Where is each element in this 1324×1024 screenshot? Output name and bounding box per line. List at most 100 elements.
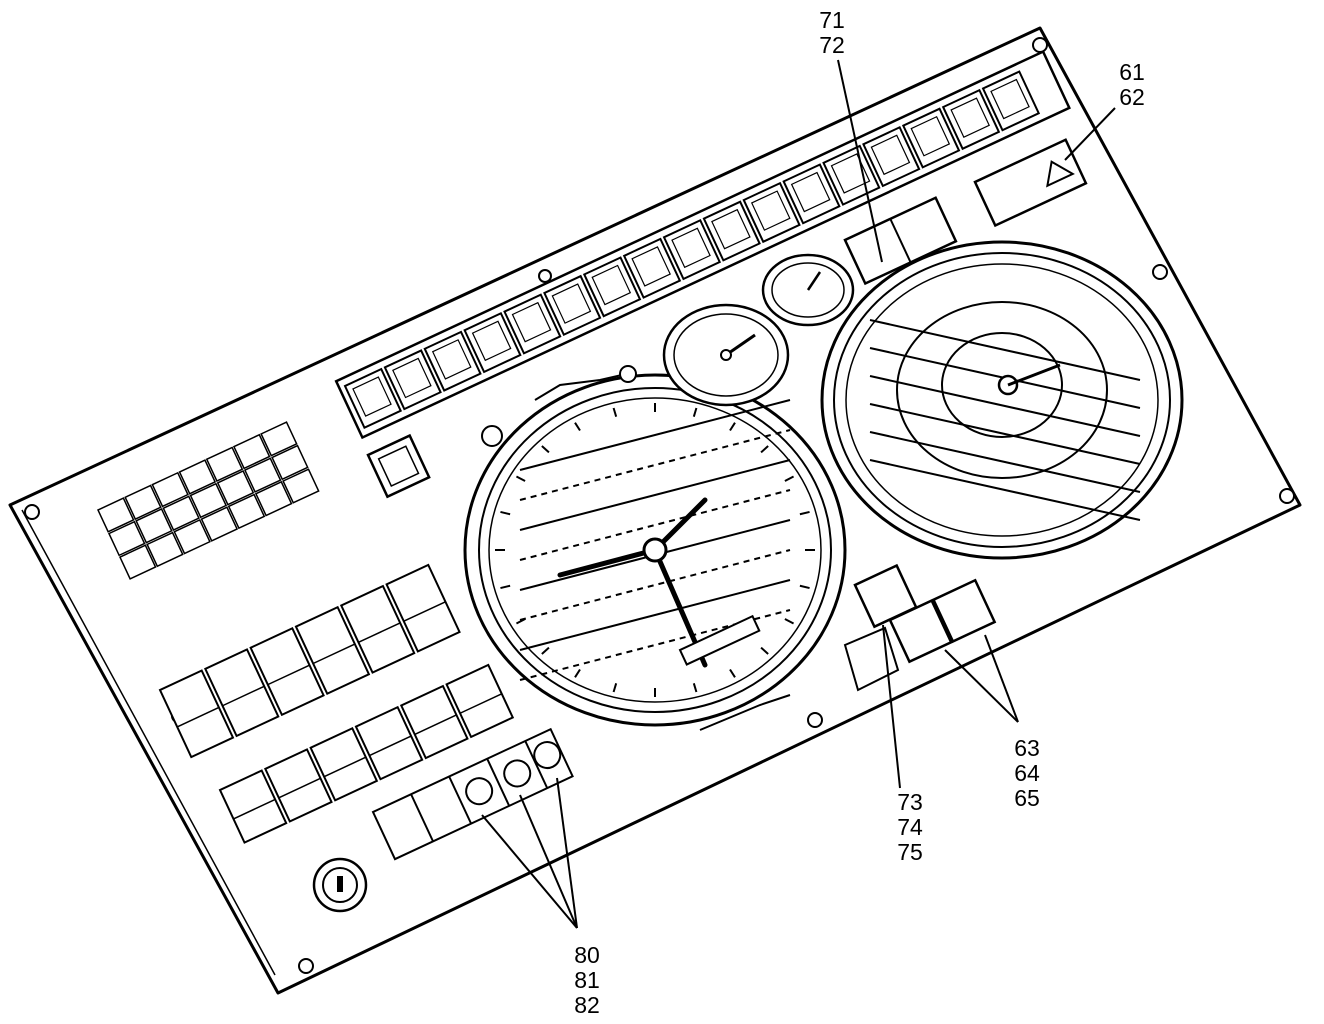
warning-lamp-cell bbox=[97, 497, 135, 533]
odometer-window bbox=[678, 614, 761, 666]
top-strip-switch bbox=[343, 367, 403, 430]
top-strip-switches bbox=[343, 70, 1041, 430]
top-strip-switch bbox=[901, 107, 961, 169]
top-strip-frame bbox=[334, 49, 1071, 440]
speedometer-gauge bbox=[463, 365, 847, 731]
lower-rockers bbox=[218, 663, 515, 844]
leader-63-65-a bbox=[944, 649, 1019, 723]
callout-63: 63 bbox=[1014, 735, 1040, 761]
top-strip-switch bbox=[582, 256, 642, 318]
callout-73: 73 bbox=[897, 789, 923, 815]
rocker-switch bbox=[203, 648, 280, 738]
callout-61: 61 bbox=[1119, 59, 1145, 85]
top-strip-switch bbox=[383, 349, 442, 411]
warning-lamp-grid bbox=[97, 421, 320, 580]
rocker-switch bbox=[385, 563, 461, 653]
top-switch-strip bbox=[334, 49, 1071, 440]
mounting-screws bbox=[24, 37, 1295, 974]
warning-lamp-cell bbox=[243, 457, 282, 493]
callout-80-82: 80 81 82 bbox=[557, 943, 617, 1018]
speedometer-hub bbox=[642, 537, 668, 563]
rocker-switch-row-lower bbox=[218, 663, 515, 844]
leader-61-62 bbox=[1064, 107, 1116, 161]
rocker-switch bbox=[263, 748, 333, 823]
small-switch-block bbox=[366, 433, 431, 499]
callout-62: 62 bbox=[1119, 84, 1145, 110]
screw-mid bbox=[807, 712, 823, 728]
callout-82: 82 bbox=[574, 992, 600, 1018]
warning-lamp-cell bbox=[205, 446, 244, 483]
warning-lamp-cell bbox=[271, 444, 309, 481]
warning-lamp-cell bbox=[151, 471, 189, 508]
leader-71-72 bbox=[837, 59, 883, 263]
top-strip-switch bbox=[622, 237, 682, 299]
steering-lamp-1 bbox=[465, 777, 494, 806]
top-strip-switch bbox=[941, 88, 1001, 151]
callout-64: 64 bbox=[1014, 760, 1040, 786]
rocker-switch bbox=[354, 705, 424, 781]
rocker-switch bbox=[158, 669, 235, 759]
screw-right-lower bbox=[1279, 488, 1295, 504]
callout-71-72: 71 72 bbox=[802, 8, 862, 58]
warning-lamp-cell bbox=[173, 518, 211, 555]
warning-lamp-cell bbox=[232, 433, 271, 470]
warning-lamp-cell bbox=[260, 421, 298, 457]
callout-73-75: 73 74 75 bbox=[880, 790, 940, 865]
rocker-switch bbox=[294, 605, 371, 696]
info-button bbox=[312, 857, 368, 913]
callout-75: 75 bbox=[897, 839, 923, 865]
rocker-switch bbox=[339, 584, 416, 674]
rocker-61-62 bbox=[973, 138, 1088, 228]
bottom-switch-strip bbox=[371, 727, 574, 861]
warning-lamp-cell bbox=[178, 459, 217, 495]
callout-71: 71 bbox=[819, 7, 845, 33]
top-strip-switch bbox=[782, 163, 841, 225]
upper-rockers bbox=[158, 563, 461, 759]
tachograph-gauge bbox=[820, 240, 1184, 560]
panel-inner-edge bbox=[21, 509, 276, 976]
top-strip-switch bbox=[423, 330, 482, 392]
rocker-switch-row-upper bbox=[158, 563, 461, 759]
top-strip-switch bbox=[662, 219, 722, 281]
warning-lamp-cell bbox=[118, 544, 157, 580]
leader-lines bbox=[481, 59, 1116, 929]
top-strip-switch bbox=[543, 274, 602, 337]
tachograph-scale-lines bbox=[869, 319, 1141, 521]
screw-bottom-left bbox=[298, 958, 314, 974]
callout-65: 65 bbox=[1014, 785, 1040, 811]
top-strip-switch bbox=[862, 126, 921, 188]
rocker-switch bbox=[309, 726, 379, 802]
callout-63-65: 63 64 65 bbox=[997, 736, 1057, 811]
top-strip-switch bbox=[702, 200, 761, 262]
steering-lamp-3 bbox=[533, 741, 562, 770]
leader-80-82-a bbox=[481, 814, 578, 929]
warning-lamp-cell bbox=[146, 531, 184, 568]
warning-lamp-cell bbox=[124, 484, 162, 521]
warning-lamp-cell bbox=[216, 470, 255, 506]
hazard-triangle-icon bbox=[1046, 160, 1075, 188]
top-strip-switch bbox=[981, 70, 1041, 132]
callout-74: 74 bbox=[897, 814, 923, 840]
fuel-gauge bbox=[662, 303, 790, 407]
steering-lamp-2 bbox=[503, 759, 532, 788]
leader-63-65-b bbox=[984, 634, 1019, 723]
rocker-switch bbox=[218, 769, 288, 844]
leader-80-82-b bbox=[519, 794, 578, 929]
top-strip-switch bbox=[742, 181, 801, 244]
temperature-gauge bbox=[761, 253, 855, 327]
top-strip-switch bbox=[463, 311, 522, 374]
screw-right bbox=[1152, 264, 1168, 280]
callout-81: 81 bbox=[574, 967, 600, 993]
rocker-switch bbox=[249, 626, 325, 717]
rocker-71-72 bbox=[843, 196, 958, 286]
warning-lamp-cell bbox=[200, 506, 239, 542]
warning-lamp-cell bbox=[282, 468, 320, 504]
warning-lamp-cell bbox=[107, 520, 146, 557]
warning-lamp-cell bbox=[189, 482, 228, 519]
callout-80: 80 bbox=[574, 942, 600, 968]
warning-lamp-cell bbox=[135, 508, 173, 544]
warning-lamp-cell bbox=[227, 493, 266, 530]
callout-72: 72 bbox=[819, 32, 845, 58]
rocker-switch bbox=[399, 684, 469, 760]
